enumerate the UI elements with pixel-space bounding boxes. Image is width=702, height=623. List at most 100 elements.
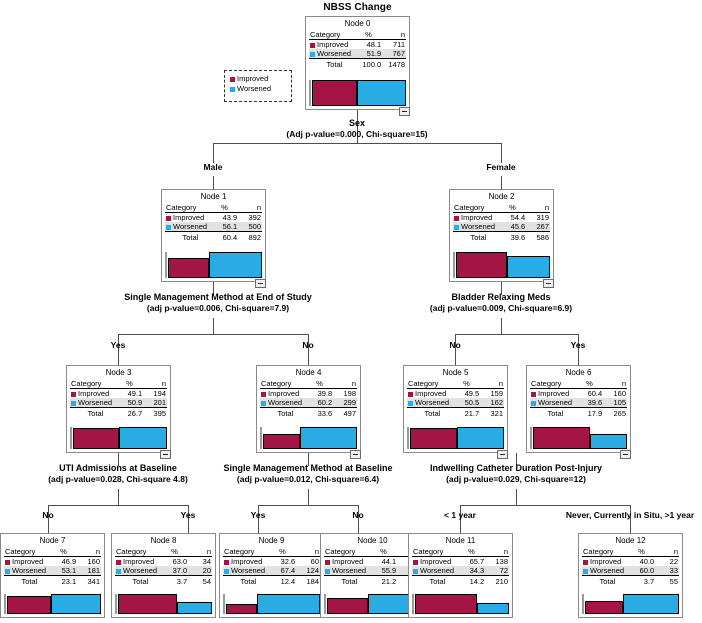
node-3-cat-improved: Improved [78,389,110,398]
tree-node-4[interactable]: Node 4 Category%n Improved 39.8 198 Wors… [256,365,361,459]
node-9-row-worsened: Worsened 67.4 124 [223,566,320,576]
node-8-row-total: Total 3.7 54 [115,576,212,587]
swatch-worsened-icon [310,51,315,57]
node-0-th-category: Category [309,30,355,40]
node-8-worsened-pct: 37.0 [160,566,189,576]
node-4-improved-n: 198 [343,389,356,398]
tree-node-7[interactable]: Node 7 Category%n Improved 46.9 160 Wors… [0,533,105,618]
node-1-th-n: n [238,203,262,213]
node-1-barchart [165,252,262,278]
swatch-improved-icon [5,559,10,565]
node-9-title: Node 9 [258,536,285,545]
node-10-table: Category%n Improved 44.1 138 Worsened 55… [324,547,421,586]
tree-node-0[interactable]: Node 0 Category%n Improved 48.1 711 Wors… [305,16,410,116]
node-5-worsened-n: 162 [480,398,504,408]
node-0-cat-improved: Improved [317,40,349,49]
node-3-improved-n: 194 [153,389,166,398]
node-5-total-pct: 21.7 [464,409,480,418]
node-3-th-pct: % [115,379,144,389]
tree-node-6[interactable]: Node 6 Category%n Improved 60.4 160 Wors… [526,365,631,459]
swatch-improved-icon [531,391,536,397]
node-5-collapse-button[interactable] [497,450,508,459]
node-8-row-improved: Improved 63.0 34 [115,557,212,566]
tree-node-9[interactable]: Node 9 Category%n Improved 32.6 60 Worse… [219,533,324,618]
connector-node2-down [501,282,502,295]
legend-label-improved: Improved [237,74,269,83]
tree-node-12[interactable]: Node 12 Category%n Improved 40.0 22 Wors… [578,533,683,618]
node-8-row-worsened: Worsened 37.0 20 [115,566,212,576]
connector-to-node1 [213,143,214,163]
node-6-collapse-button[interactable] [620,450,631,459]
node-7-cat-worsened: Worsened [12,566,47,575]
node-6-worsened-pct: 39.6 [575,398,604,408]
node-2-collapse-button[interactable] [543,279,554,288]
node-6-table: Category%n Improved 60.4 160 Worsened 39… [530,379,627,418]
node-7-bar-worsened [51,594,101,614]
node-8-total-n: 54 [202,577,211,586]
node-12-row-improved: Improved 40.0 22 [582,557,679,566]
node-11-bar-worsened [476,603,509,614]
node-4-row-improved: Improved 39.8 198 [260,389,357,398]
node-4-cat-improved: Improved [268,389,300,398]
node-4-barchart [260,427,357,449]
node-6-worsened-n: 105 [603,398,627,408]
node-5-improved-n: 159 [490,389,503,398]
split-label-catheter: Indwelling Catheter Duration Post-Injury… [406,463,626,485]
connector-to-node10 [358,505,359,523]
node-10-improved-pct: 44.1 [381,557,397,566]
node-6-total-pct: 17.9 [587,409,603,418]
node-0-cat-worsened: Worsened [317,49,352,58]
node-10-cat-worsened: Worsened [332,566,367,575]
node-7-axis [4,594,6,614]
node-5-th-n: n [480,379,504,389]
split-variable-smm-base: Single Management Method at Baseline [223,463,393,473]
node-11-th-pct: % [457,547,486,557]
swatch-improved-icon [583,559,588,565]
node-3-collapse-button[interactable] [160,450,171,459]
connector-to-node2 [501,143,502,163]
tree-node-11[interactable]: Node 11 Category%n Improved 65.7 138 Wor… [408,533,513,618]
tree-node-2[interactable]: Node 2 Category%n Improved 54.4 319 Wors… [449,189,554,288]
swatch-worsened-icon [224,568,229,574]
connector-node12-stem [630,523,631,533]
node-4-cat-worsened: Worsened [268,398,303,407]
node-11-improved-pct: 65.7 [469,557,485,566]
node-7-improved-pct: 46.9 [61,557,77,566]
node-5-improved-pct: 49.5 [464,389,480,398]
node-1-row-improved: Improved 43.9 392 [165,213,262,222]
node-3-axis [70,427,72,449]
node-0-bar-worsened [357,80,406,106]
node-3-table: Category%n Improved 49.1 194 Worsened 50… [70,379,167,418]
swatch-improved-icon [408,391,413,397]
node-9-axis [223,594,225,614]
connector-node9-stem [258,523,259,533]
tree-node-1[interactable]: Node 1 Category%n Improved 43.9 392 Wors… [161,189,266,288]
node-4-collapse-button[interactable] [350,450,361,459]
node-12-th-category: Category [582,547,628,557]
node-10-th-pct: % [369,547,398,557]
node-9-cat-worsened: Worsened [231,566,266,575]
connector-node2-stem [501,176,502,189]
tree-node-3[interactable]: Node 3 Category%n Improved 49.1 194 Wors… [66,365,171,459]
node-9-improved-pct: 32.6 [280,557,296,566]
node-12-barchart [582,594,679,614]
tree-node-8[interactable]: Node 8 Category%n Improved 63.0 34 Worse… [111,533,216,618]
node-1-collapse-button[interactable] [255,279,266,288]
tree-node-5[interactable]: Node 5 Category%n Improved 49.5 159 Wors… [403,365,508,459]
swatch-improved-icon [310,42,315,48]
node-7-th-n: n [77,547,101,557]
branch-label-catheter-other: Never, Currently in Situ, >1 year [565,510,695,520]
node-3-total-label: Total [87,409,104,418]
node-3-cat-worsened: Worsened [78,398,113,407]
node-0-title: Node 0 [344,19,371,28]
node-0-collapse-button[interactable] [399,107,410,116]
node-0-total-n: 1478 [388,60,405,69]
node-4-th-pct: % [305,379,334,389]
node-7-worsened-pct: 53.1 [49,566,78,576]
node-6-improved-n: 160 [613,389,626,398]
node-9-total-n: 184 [306,577,319,586]
node-0-th-n: n [382,30,406,40]
connector-to-node12 [630,505,631,523]
tree-node-10[interactable]: Node 10 Category%n Improved 44.1 138 Wor… [320,533,425,618]
node-9-th-n: n [296,547,320,557]
